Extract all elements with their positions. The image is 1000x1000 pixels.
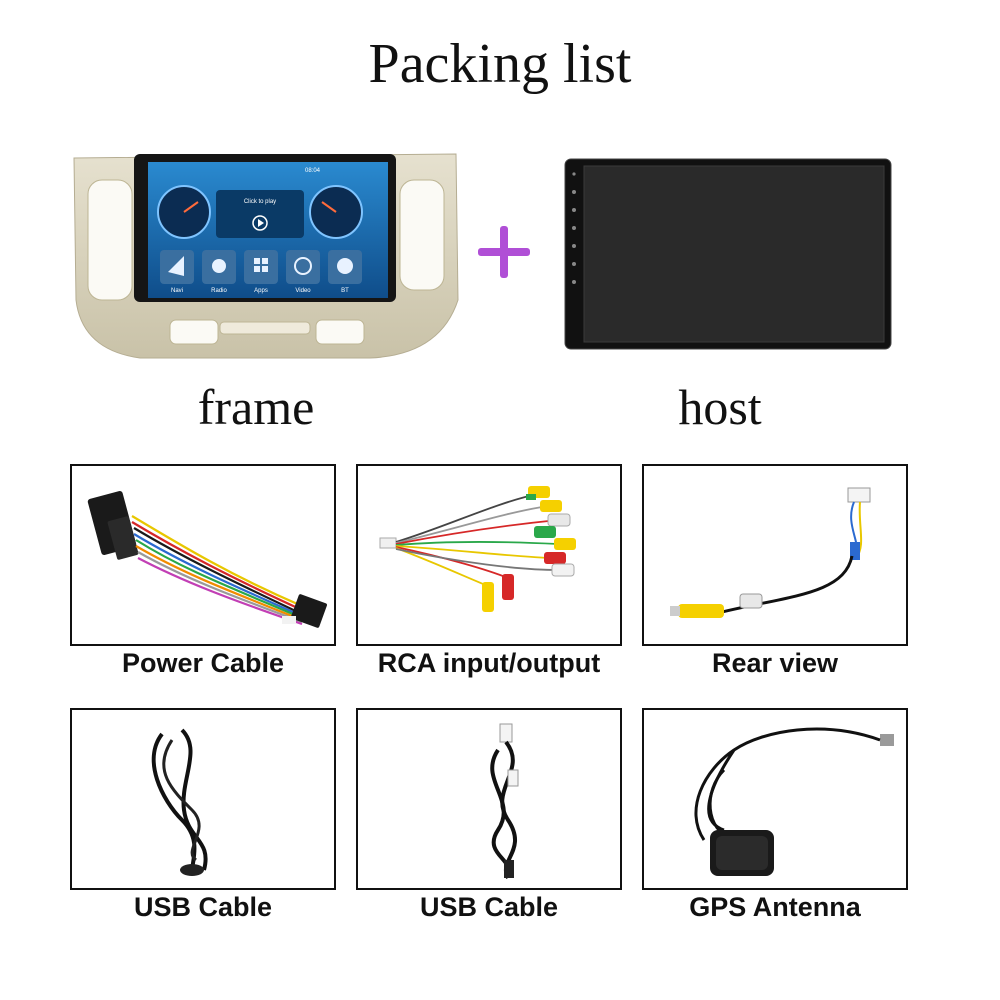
caption-power-cable: Power Cable: [121, 648, 285, 678]
screen-app-video: Video: [295, 288, 311, 294]
screen-app-radio: Radio: [211, 288, 227, 294]
host-product-image: [564, 158, 894, 352]
caption-gps-antenna: GPS Antenna: [689, 892, 861, 922]
caption-usb-cable-2: USB Cable: [419, 892, 559, 922]
screen-app-bt: BT: [341, 288, 349, 294]
page-title: Packing list: [368, 33, 632, 95]
gps-antenna-image: [642, 708, 908, 890]
rca-cable-image: [356, 464, 622, 646]
screen-media-text: Click to play: [244, 199, 276, 205]
usb-cable-image-2: [356, 708, 622, 890]
power-cable-image: [70, 464, 336, 646]
caption-rca-input-output: RCA input/output: [377, 648, 601, 678]
screen-app-apps: Apps: [254, 288, 268, 294]
caption-rear-view: Rear view: [711, 648, 839, 678]
host-label: host: [678, 379, 762, 435]
screen-app-navi: Navi: [171, 288, 183, 294]
plus-icon: [478, 226, 530, 278]
usb-cable-image-1: [70, 708, 336, 890]
frame-label: frame: [197, 379, 315, 435]
frame-product-image: 08:04 Click to play Navi Radio Apps Vide…: [70, 150, 460, 360]
rear-view-cable-image: [642, 464, 908, 646]
screen-time: 08:04: [305, 168, 321, 174]
caption-usb-cable-1: USB Cable: [133, 892, 273, 922]
